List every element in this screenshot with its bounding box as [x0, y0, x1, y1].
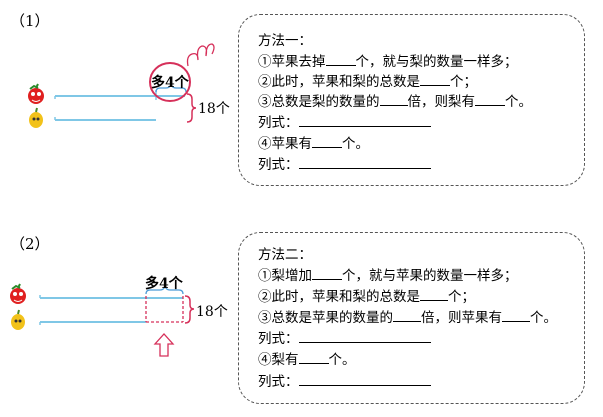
blank[interactable] [379, 92, 408, 106]
method2-formula-a: 列式： [258, 329, 431, 348]
part2-diagram [0, 0, 240, 417]
blank[interactable] [298, 113, 431, 127]
part1-diagram-svg [28, 43, 215, 128]
method1-formula-b: 列式： [258, 155, 431, 174]
method2-formula-b: 列式： [258, 372, 431, 391]
part2-total-label: 18个 [196, 304, 228, 320]
more-brace [155, 83, 187, 93]
blank[interactable] [325, 52, 356, 66]
blank[interactable] [420, 287, 448, 301]
pear-icon [29, 107, 43, 128]
blank[interactable] [298, 350, 329, 364]
method1-q4: ④苹果有个。 [258, 134, 369, 152]
pear-icon [11, 309, 25, 330]
blank[interactable] [298, 155, 431, 169]
blank[interactable] [502, 308, 530, 322]
method1-q2: ②此时，苹果和梨的总数是个； [258, 72, 477, 90]
method1-formula-a: 列式： [258, 113, 431, 132]
part2-label: （2） [10, 235, 50, 253]
method1-q1: ①苹果去掉个，就与梨的数量一样多； [258, 52, 518, 70]
part1-diagram [0, 0, 240, 170]
method2-q3: ③总数是苹果的数量的倍，则苹果有个。 [258, 308, 557, 326]
blank[interactable] [298, 329, 431, 343]
method2-title: 方法二： [258, 247, 312, 263]
blank[interactable] [420, 72, 450, 86]
up-arrow-icon [153, 333, 175, 357]
method1-title: 方法一： [258, 33, 312, 49]
apple-icon [28, 83, 44, 104]
part1-label: （1） [10, 12, 50, 30]
part1-more-label: 多4个 [151, 75, 189, 91]
part1-total-label: 18个 [198, 101, 230, 117]
blank[interactable] [475, 92, 505, 106]
method2-box [238, 232, 585, 404]
total-brace [184, 295, 195, 324]
method1-box [238, 14, 585, 186]
blank[interactable] [393, 308, 421, 322]
highlight-circle [149, 62, 191, 102]
method1-q3: ③总数是梨的数量的倍，则梨有个。 [258, 92, 532, 110]
part2-diagram-svg [10, 283, 195, 357]
total-brace [186, 93, 197, 123]
method2-q4: ④梨有个。 [258, 350, 356, 368]
blank[interactable] [312, 134, 342, 148]
more-brace [145, 285, 184, 295]
scribble-annotation [186, 43, 215, 67]
method2-q2: ②此时，苹果和梨的总数是个； [258, 287, 475, 305]
blank[interactable] [298, 372, 431, 386]
part2-more-label: 多4个 [145, 276, 183, 292]
apple-icon [10, 283, 26, 304]
method2-q1: ①梨增加个，就与苹果的数量一样多； [258, 266, 518, 284]
blank[interactable] [312, 266, 342, 280]
